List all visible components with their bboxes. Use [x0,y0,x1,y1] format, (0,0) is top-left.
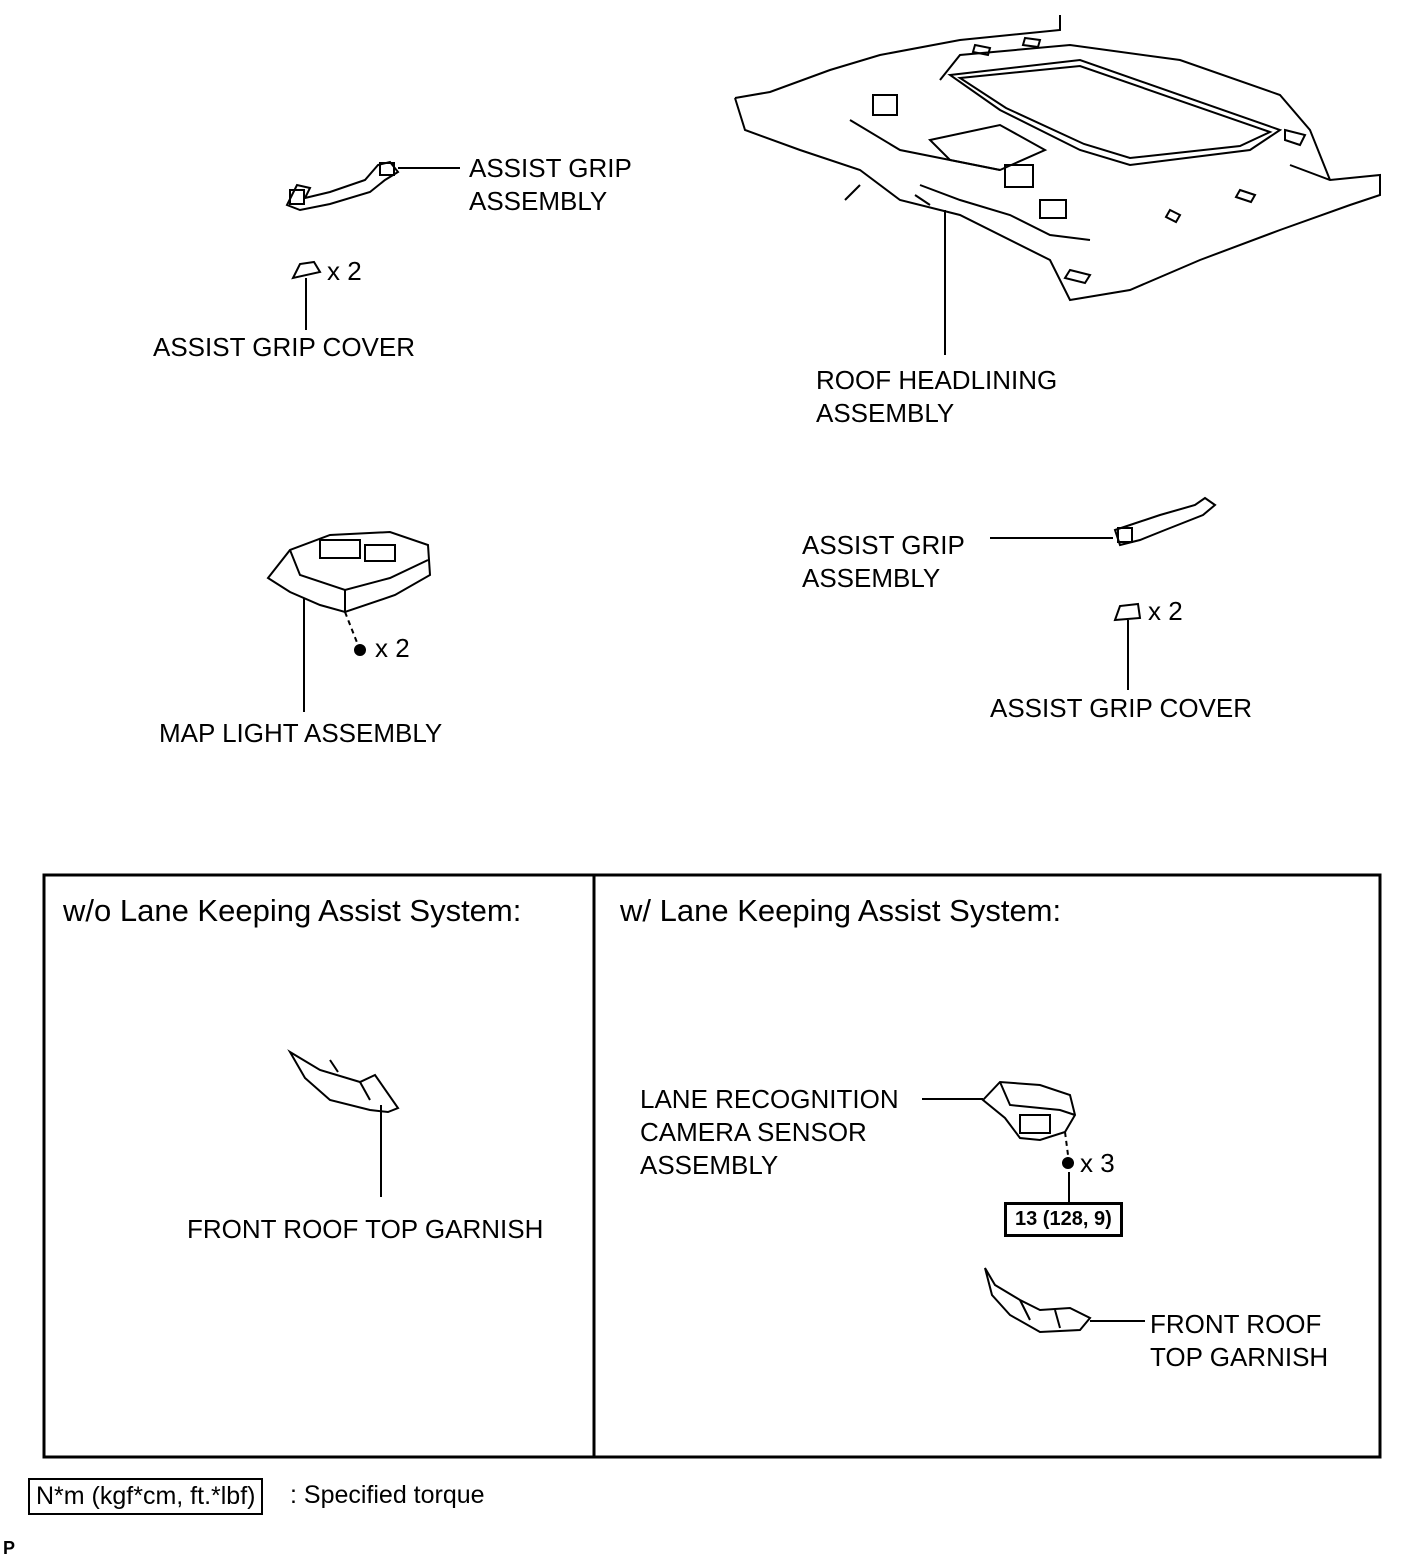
roof-headlining-drawing [734,15,1381,302]
front-roof-top-garnish-left-drawing [287,1049,400,1114]
assist-grip-cover-right-qty: x 2 [1148,596,1183,626]
camera-sensor-label: LANE RECOGNITION CAMERA SENSOR ASSEMBLY [640,1084,899,1180]
garnish-left-label: FRONT ROOF TOP GARNISH [187,1214,544,1244]
camera-sensor-drawing [981,1080,1077,1142]
garnish-right-label: FRONT ROOF TOP GARNISH [1150,1309,1329,1372]
footer-mark: P [3,1538,16,1558]
panel-left-title: w/o Lane Keeping Assist System: [63,893,522,928]
assist-grip-right-drawing [1113,496,1217,547]
assist-grip-cover-left-label: ASSIST GRIP COVER [153,332,416,362]
front-roof-top-garnish-right-drawing [984,1267,1092,1334]
camera-screw-qty: x 3 [1080,1148,1115,1178]
map-light-qty: x 2 [375,633,410,663]
camera-screw [1062,1157,1074,1169]
panel-right-title: w/ Lane Keeping Assist System: [620,893,1062,928]
assist-grip-assembly-left-label: ASSIST GRIP ASSEMBLY [469,153,632,216]
assist-grip-cover-left-qty: x 2 [327,256,362,286]
assist-grip-assembly-right-label: ASSIST GRIP ASSEMBLY [802,530,965,593]
assist-grip-cover-left-drawing [291,260,322,280]
camera-screw-dash [1064,1131,1069,1156]
map-light-screw [354,644,366,656]
assist-grip-left-drawing [285,160,400,212]
condition-panels-frame [42,873,1382,1459]
map-light-screw-dash [344,611,359,646]
map-light-drawing [266,530,432,614]
torque-legend-box: N*m (kgf*cm, ft.*lbf) [28,1478,264,1515]
assist-grip-cover-right-drawing [1113,602,1142,622]
torque-legend-text: : Specified torque [290,1481,485,1509]
map-light-label: MAP LIGHT ASSEMBLY [159,718,443,748]
roof-headlining-label: ROOF HEADLINING ASSEMBLY [816,365,1058,428]
torque-spec-box: 13 (128, 9) [1004,1202,1123,1237]
assist-grip-cover-right-label: ASSIST GRIP COVER [990,693,1253,723]
